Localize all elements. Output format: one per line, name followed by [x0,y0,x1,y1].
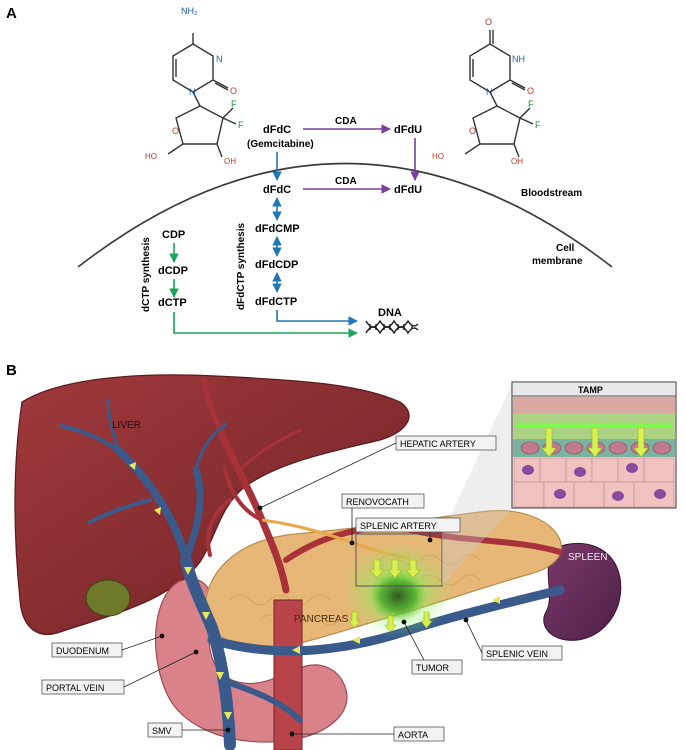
cdp-label: CDP [162,229,185,241]
membrane-label: membrane [532,256,583,267]
dfdc-top-label: dFdC [263,124,291,136]
hepatic-artery-vessels [201,377,302,594]
dctp-dna-arrow [173,312,358,338]
panel-b-label: B [6,362,17,379]
splenic-artery-label: SPLENIC ARTERY [360,521,437,531]
dfdctp-dna-arrow [276,310,358,326]
f-label-3: F [528,99,534,109]
dfdu-structure [464,30,534,158]
splenic-artery-callout: SPLENIC ARTERY [355,517,461,543]
f-label-1: F [231,99,237,109]
gemcitabine-structure [167,33,237,158]
renovocath-label: RENOVOCATH [346,497,409,507]
aorta-callout: AORTA [289,726,445,742]
n-label-1: N [216,54,223,64]
smv-label: SMV [152,726,172,736]
f-label-2: F [238,120,244,130]
smv-callout: SMV [147,722,231,738]
tumor-callout: TUMOR [401,619,463,675]
dna-helix-icon [365,319,419,335]
panel-a: A NH₂ N N O O F F HO OH [6,5,613,338]
duodenum-callout: DUODENUM [51,633,165,658]
splenic-vein-label: SPLENIC VEIN [486,649,548,659]
dfdu-mid-label: dFdU [394,184,422,196]
tamp-callout-wedge [442,384,512,586]
o-label-5: O [469,126,476,136]
oh-label-2: OH [511,157,523,166]
tamp-arrows-body [348,559,433,633]
o-label-4: O [527,86,534,96]
tumor-mass [368,570,428,622]
aorta-label: AORTA [398,730,428,740]
dfdcmp-label: dFdCMP [255,223,300,235]
n-label-2: N [189,87,196,97]
f-label-4: F [535,120,541,130]
dfdcdp-label: dFdCDP [255,259,298,271]
hepatic-artery-label: HEPATIC ARTERY [400,439,476,449]
tumor-label: TUMOR [416,663,449,673]
dctp-label: dCTP [158,297,187,309]
splenic-vein-callout: SPLENIC VEIN [463,617,563,661]
spleen-label: SPLEEN [568,552,607,563]
cell-membrane-arc [77,162,613,268]
nh-label: NH [512,54,525,64]
cell-label: Cell [556,243,575,254]
panel-a-label: A [6,5,17,22]
o-label-2: O [172,126,179,136]
hepatic-artery-callout: HEPATIC ARTERY [257,435,497,511]
tamp-title: TAMP [578,385,603,395]
dfdc-mid-label: dFdC [263,184,291,196]
bloodstream-label: Bloodstream [521,188,582,199]
vein-flow-arrows [129,462,500,720]
pancreas-label: PANCREAS [294,614,349,625]
portal-vein-callout: PORTAL VEIN [41,649,199,695]
dfdu-top-label: dFdU [394,124,422,136]
dcdp-label: dCDP [158,265,188,277]
tamp-callout-box [355,533,443,587]
dfdctp-label: dFdCTP [255,296,297,308]
ho-label-1: HO [145,152,157,161]
dctp-synthesis-label: dCTP synthesis [141,237,152,312]
cda-top-label: CDA [335,116,357,127]
gemcitabine-label: (Gemcitabine) [247,139,314,150]
gallbladder-shape [85,579,131,617]
dna-label: DNA [378,307,402,319]
o-label-3: O [485,17,492,27]
ho-label-2: HO [432,152,444,161]
duodenum-label: DUODENUM [56,646,109,656]
oh-label-1: OH [224,157,236,166]
cda-mid-label: CDA [335,176,357,187]
panel-b: B [6,362,677,750]
n-label-3: N [486,87,493,97]
portal-vein-label: PORTAL VEIN [46,683,104,693]
tamp-inset: TAMP [511,381,677,509]
nh2-label: NH₂ [181,6,198,16]
liver-label: LIVER [112,420,141,431]
o-label-1: O [230,86,237,96]
renovocath-callout: RENOVOCATH [341,493,425,546]
dfdctp-synthesis-label: dFdCTP synthesis [236,223,247,310]
